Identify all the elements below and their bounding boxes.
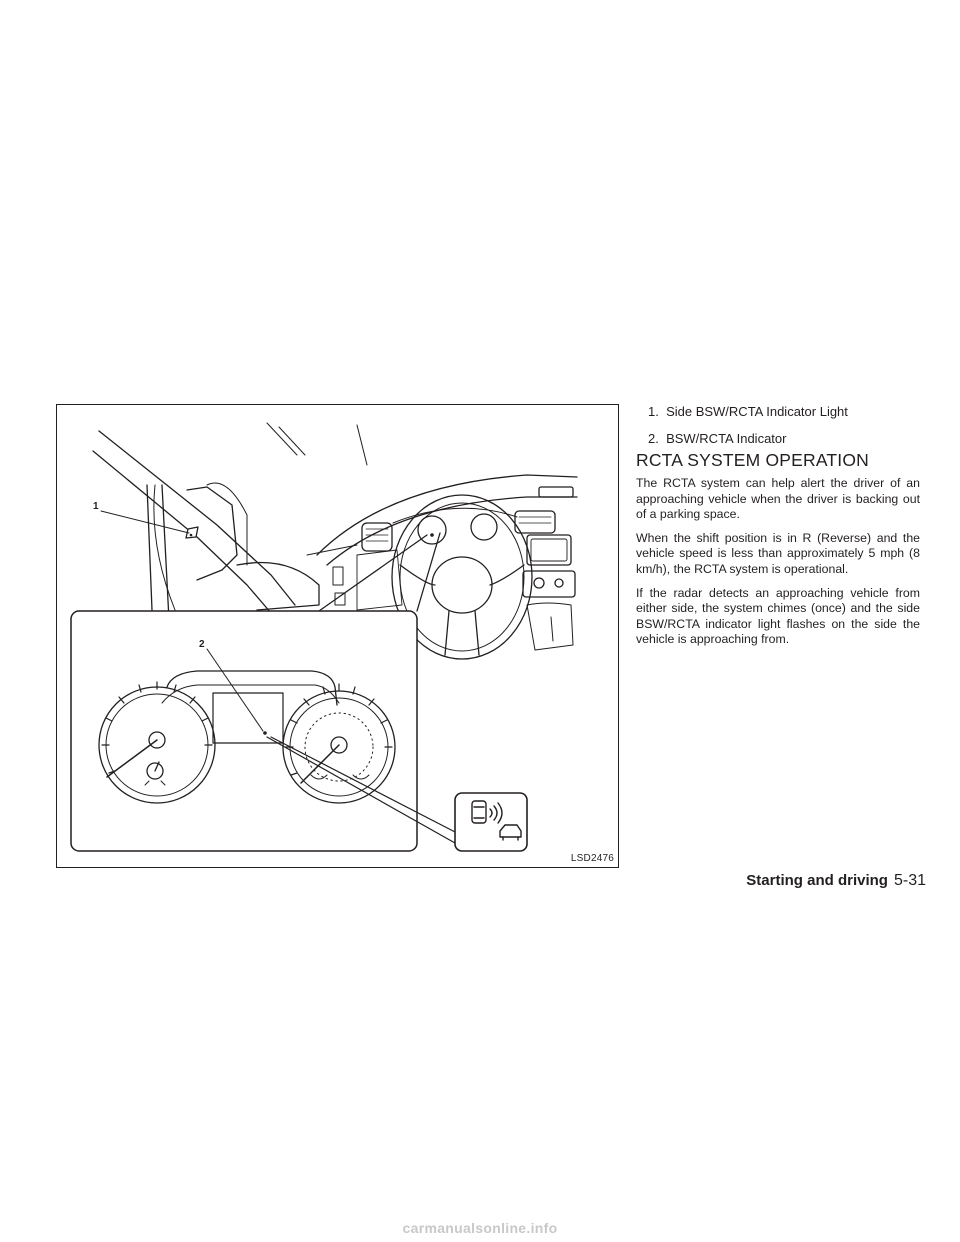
chapter-title: Starting and driving xyxy=(746,872,888,889)
section-body: The RCTA system can help alert the drive… xyxy=(636,476,920,656)
callout-1-label: 1 xyxy=(93,501,99,512)
legend-item-2: 2. BSW/RCTA Indicator xyxy=(648,431,787,446)
figure-code: LSD2476 xyxy=(570,853,614,864)
figure-legend: 1. Side BSW/RCTA Indicator Light 2. BSW/… xyxy=(648,404,918,458)
page-number: 5-31 xyxy=(893,872,926,889)
watermark: carmanualsonline.info xyxy=(402,1220,558,1236)
page-footer: Starting and driving 5-31 xyxy=(736,872,926,890)
legend-item-1: 1. Side BSW/RCTA Indicator Light xyxy=(648,404,848,419)
section-title: RCTA SYSTEM OPERATION xyxy=(636,450,870,470)
side-indicator-light-icon xyxy=(185,526,199,539)
dashboard-illustration: 1 2 xyxy=(70,422,578,852)
illustration-figure: 1 2 LSD2476 xyxy=(56,404,619,868)
bsw-rcta-indicator-icon xyxy=(454,792,528,852)
callout-2-label: 2 xyxy=(199,639,205,650)
paragraph: If the radar detects an approaching vehi… xyxy=(636,585,920,647)
paragraph: The RCTA system can help alert the drive… xyxy=(636,476,920,522)
paragraph: When the shift position is in R (Reverse… xyxy=(636,530,920,576)
